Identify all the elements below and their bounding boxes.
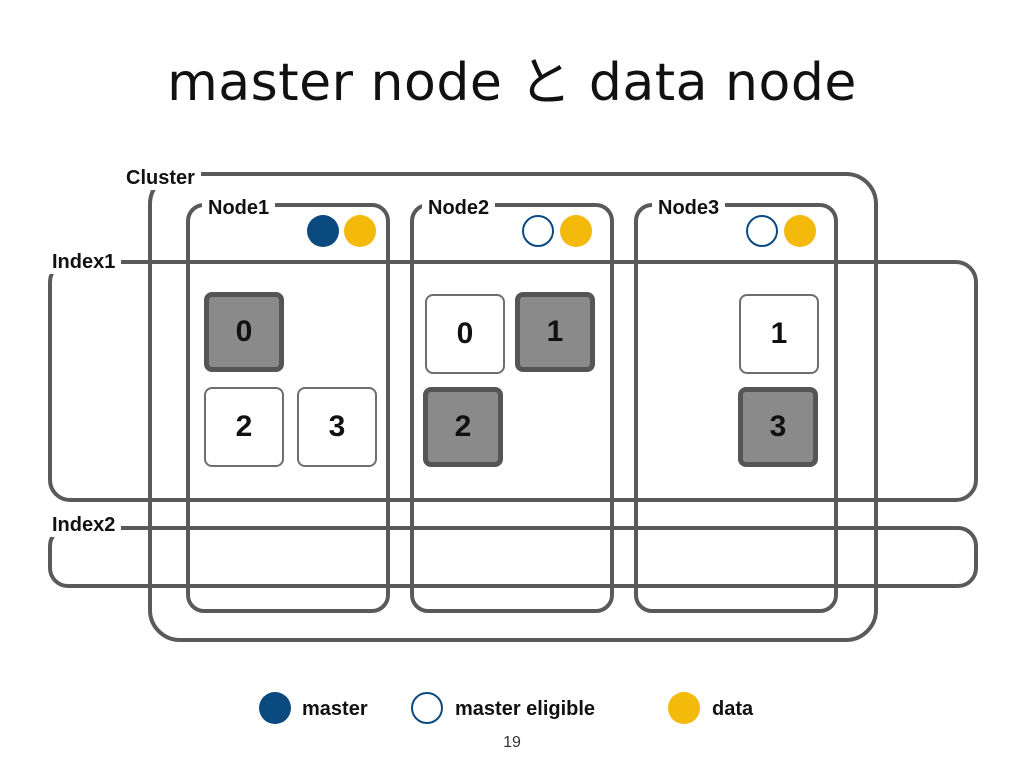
node3-master-eligible-icon — [746, 215, 778, 247]
index2-band — [48, 526, 978, 588]
node3-label: Node3 — [652, 196, 726, 220]
node1-shard-3-replica: 3 — [297, 387, 377, 467]
node3-data-icon — [784, 215, 816, 247]
node2-shard-1-primary: 1 — [515, 292, 595, 372]
node2-data-icon — [560, 215, 592, 247]
node2-master-eligible-icon — [522, 215, 554, 247]
index2-label: Index2 — [46, 513, 122, 537]
node2-label: Node2 — [422, 196, 496, 220]
node1-shard-2-replica: 2 — [204, 387, 284, 467]
node1-label: Node1 — [202, 196, 276, 220]
node2-shard-2-primary: 2 — [423, 387, 503, 467]
index1-label: Index1 — [46, 250, 122, 274]
legend-master-eligible-label: master eligible — [455, 698, 596, 720]
legend-master-icon — [259, 692, 291, 724]
cluster-frame — [148, 172, 878, 642]
node2-frame — [410, 203, 614, 613]
node3-frame — [634, 203, 838, 613]
node2-shard-0-replica: 0 — [425, 294, 505, 374]
node1-frame — [186, 203, 390, 613]
node1-data-icon — [344, 215, 376, 247]
legend-master-label: master — [302, 698, 368, 720]
index1-band — [48, 260, 978, 502]
node1-shard-0-primary: 0 — [204, 292, 284, 372]
slide-title: master node と data node — [167, 53, 857, 113]
legend-data-icon — [668, 692, 700, 724]
node3-shard-3-primary: 3 — [738, 387, 818, 467]
node1-master-icon — [307, 215, 339, 247]
legend-master-eligible-icon — [411, 692, 443, 724]
node3-shard-1-replica: 1 — [739, 294, 819, 374]
legend-data-label: data — [712, 698, 754, 720]
page-number: 19 — [503, 734, 521, 751]
cluster-label: Cluster — [120, 166, 201, 190]
